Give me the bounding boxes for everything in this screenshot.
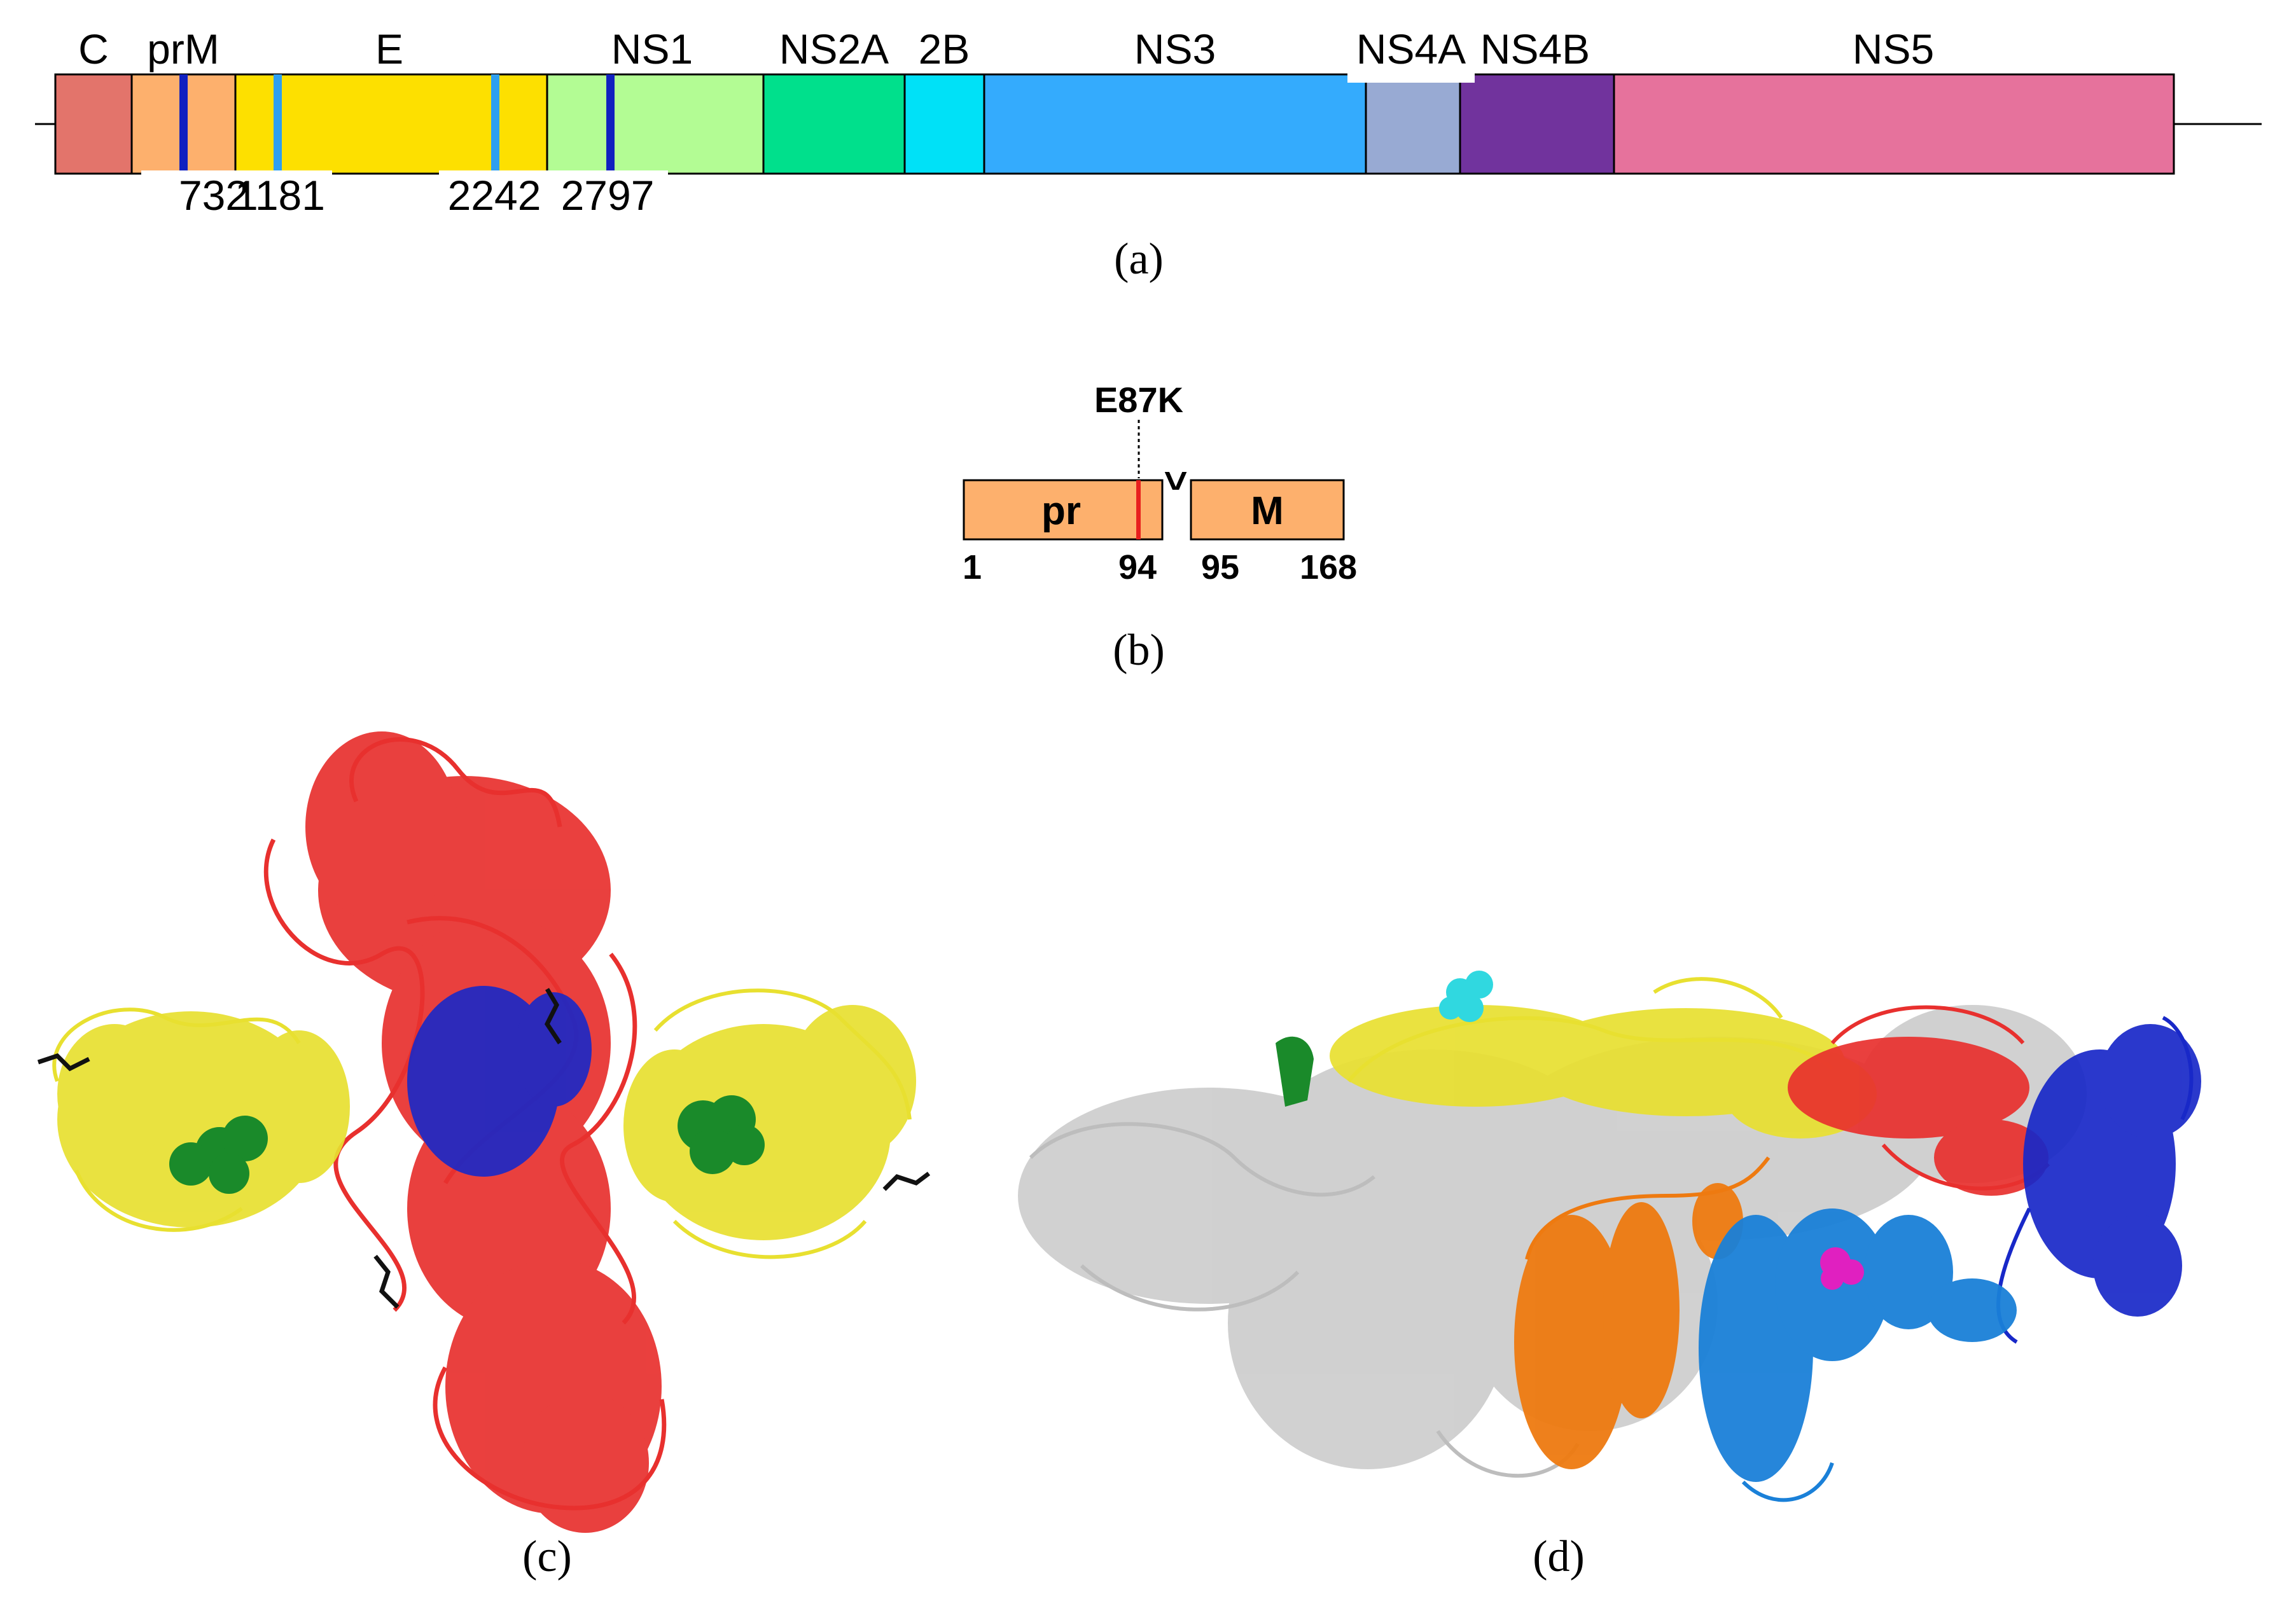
- yellow-protein-left: [57, 1011, 350, 1228]
- segment-ns2a: [762, 73, 906, 175]
- pos-label-background-right: [439, 170, 668, 220]
- pr-box: [963, 479, 1164, 541]
- label-ns4a: NS4A: [1356, 25, 1466, 73]
- yellow-protein-right: [623, 1005, 916, 1240]
- segment-ns4a: [1365, 73, 1461, 175]
- num-95: 95: [1201, 548, 1239, 586]
- num-168: 168: [1300, 548, 1357, 586]
- orange-helices: [1514, 1183, 1743, 1469]
- yellow-loops: [52, 988, 912, 1259]
- segment-ns5: [1613, 73, 2175, 175]
- caption-d: (d): [1533, 1532, 1585, 1581]
- label-prm: prM: [147, 25, 219, 73]
- panel-a-genome-map: C prM E NS1 NS2A 2B NS3 NS4A NS4B NS5 73…: [35, 25, 2262, 284]
- panel-c-structure: (c): [37, 731, 931, 1581]
- label-c: C: [78, 25, 109, 73]
- red-protein-domain: [1788, 1037, 2049, 1196]
- panel-b-prm-diagram: E87K ^ pr M 1 94 95 168 (b): [963, 380, 1357, 675]
- m-label: M: [1251, 489, 1284, 533]
- label-ns4a-background: [1347, 25, 1475, 83]
- pr-label: pr: [1041, 489, 1081, 533]
- pos-label-2242: 2242: [448, 172, 541, 219]
- label-ns4b: NS4B: [1480, 25, 1590, 73]
- label-ns2b: 2B: [919, 25, 970, 73]
- green-sphere-right: [678, 1095, 765, 1174]
- glycan-sticks: [37, 988, 931, 1309]
- segment-ns3: [983, 73, 1367, 175]
- green-strand: [1276, 1036, 1314, 1107]
- label-ns2a: NS2A: [779, 25, 889, 73]
- m-box: [1190, 479, 1345, 541]
- label-ns1: NS1: [611, 25, 693, 73]
- num-1: 1: [963, 548, 982, 586]
- cyan-sphere: [1439, 971, 1493, 1022]
- mutation-label: E87K: [1094, 380, 1183, 420]
- blue-protein-chain: [407, 986, 592, 1177]
- panel-d-structure: (d): [1018, 971, 2201, 1581]
- blue-helix-loop: [1741, 1462, 1834, 1502]
- label-ns5: NS5: [1853, 25, 1934, 73]
- segment-c: [54, 73, 133, 175]
- orange-loop: [1525, 1156, 1771, 1260]
- marker-732: [179, 74, 188, 174]
- num-94: 94: [1118, 548, 1157, 586]
- segment-ns2b: [903, 73, 985, 175]
- segment-ns4b: [1459, 73, 1615, 175]
- segment-ns1: [546, 73, 765, 175]
- pos-label-1181: 1181: [235, 172, 325, 219]
- pos-label-732: 732: [179, 172, 249, 219]
- caption-c: (c): [522, 1532, 572, 1581]
- blue-helices: [1699, 1208, 2017, 1482]
- yellow-loops-top: [1347, 977, 1833, 1083]
- blue-protein-domain: [2023, 1024, 2201, 1317]
- marker-2242: [491, 74, 499, 174]
- green-sphere-left: [169, 1116, 268, 1194]
- caption-a: (a): [1114, 235, 1164, 284]
- segment-e: [234, 73, 548, 175]
- magenta-sphere: [1820, 1247, 1864, 1290]
- pos-label-2797: 2797: [561, 172, 655, 219]
- cleavage-mark: ^: [1164, 453, 1187, 499]
- label-ns3: NS3: [1134, 25, 1216, 73]
- label-e: E: [375, 25, 403, 73]
- marker-1181: [274, 74, 282, 174]
- pos-label-background-left: [141, 170, 332, 220]
- caption-b: (b): [1113, 626, 1165, 675]
- mutation-mark: [1136, 480, 1141, 539]
- marker-2797: [606, 74, 615, 174]
